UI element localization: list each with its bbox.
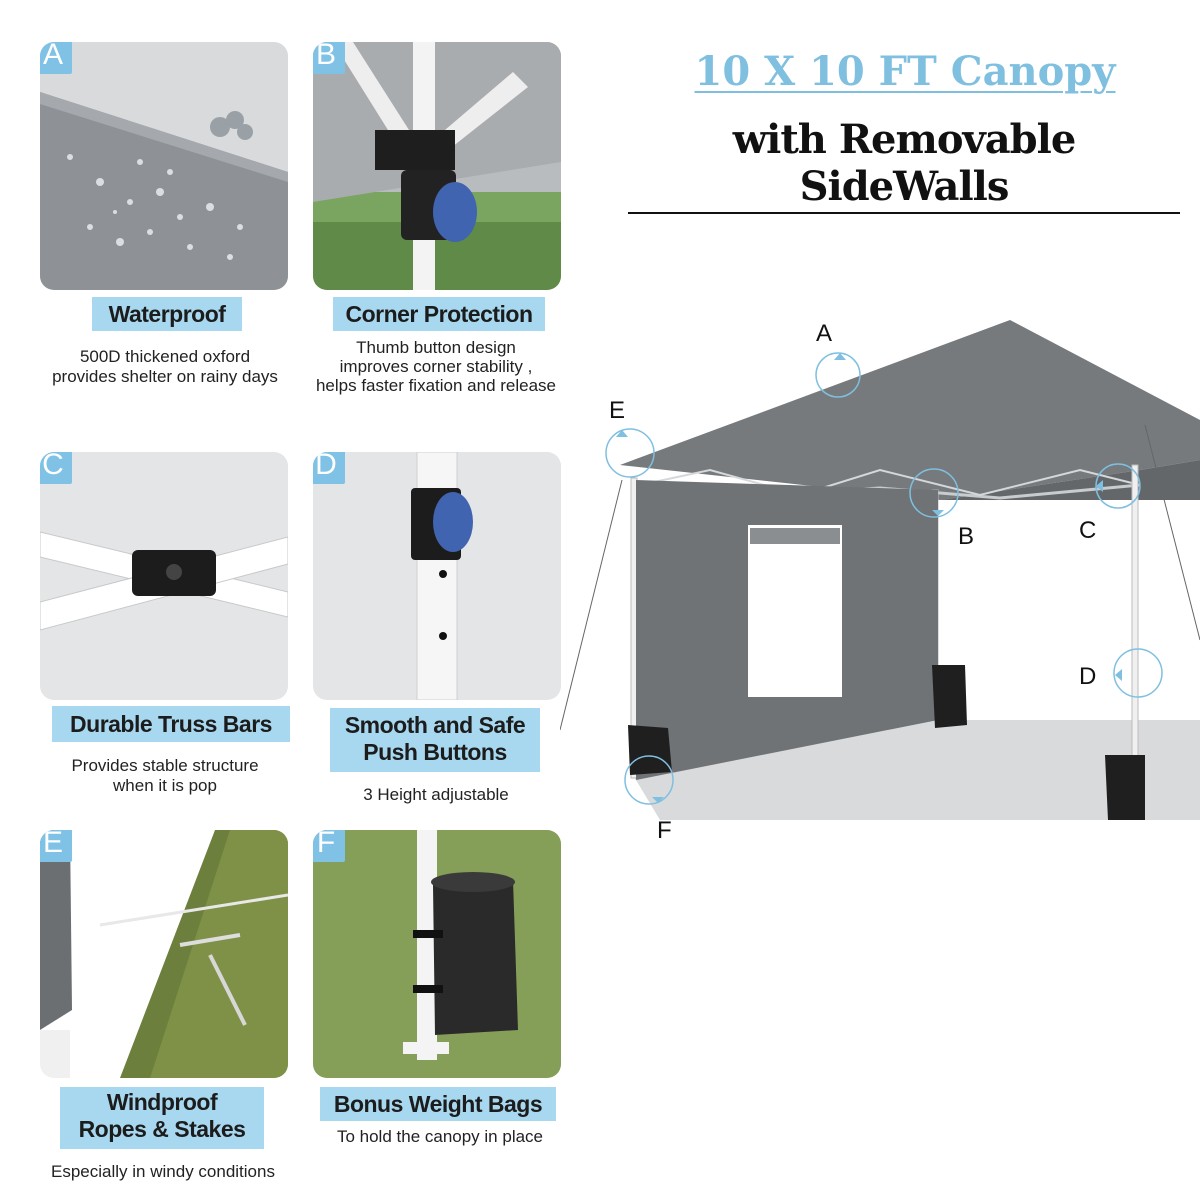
photo-truss-bars: C <box>40 452 288 700</box>
feature-label-truss-bars: Durable Truss Bars <box>52 706 290 742</box>
title-removable-sidewalls: with Removable SideWalls <box>628 116 1180 214</box>
canopy-diagram: A E B C D F <box>559 300 1200 860</box>
feature-label-line: Ropes & Stakes <box>78 1116 246 1142</box>
photo-push-buttons: D <box>313 452 561 700</box>
badge-letter-e: E <box>40 830 72 862</box>
feature-desc-weight-bags: To hold the canopy in place <box>336 1127 544 1146</box>
feature-desc-ropes-stakes: Especially in windy conditions <box>51 1162 275 1181</box>
feature-label-corner-protection: Corner Protection <box>333 297 545 331</box>
photo-ropes-stakes: E <box>40 830 288 1078</box>
badge-letter-f: F <box>313 830 345 862</box>
feature-desc-line: helps faster fixation and release <box>315 376 557 395</box>
feature-desc-truss-bars: Provides stable structure when it is pop <box>30 756 300 796</box>
diagram-label-f: F <box>657 817 672 844</box>
feature-desc-line: improves corner stability , <box>339 357 533 376</box>
feature-desc-line: Thumb button design <box>356 338 516 357</box>
badge-letter-c: C <box>40 452 72 484</box>
feature-desc-waterproof: 500D thickened oxford provides shelter o… <box>30 347 300 387</box>
feature-desc-line: Provides stable structure <box>71 756 259 775</box>
diagram-label-e: E <box>609 397 626 424</box>
badge-letter-d: D <box>313 452 345 484</box>
feature-desc-line: when it is pop <box>113 776 217 795</box>
feature-label-line: Windproof <box>106 1089 218 1115</box>
photo-waterproof: A <box>40 42 288 290</box>
feature-label-weight-bags: Bonus Weight Bags <box>320 1087 556 1121</box>
feature-label-line: Push Buttons <box>363 739 507 765</box>
diagram-label-d: D <box>1079 663 1097 690</box>
feature-label-push-buttons: Smooth and Safe Push Buttons <box>330 708 540 772</box>
feature-desc-line: 500D thickened oxford <box>79 347 251 366</box>
diagram-label-a: A <box>816 320 833 347</box>
feature-label-line: Smooth and Safe <box>344 712 526 738</box>
photo-corner-protection: B <box>313 42 561 290</box>
photo-weight-bags: F <box>313 830 561 1078</box>
badge-letter-a: A <box>40 42 72 74</box>
feature-label-waterproof: Waterproof <box>92 297 242 331</box>
badge-letter-b: B <box>313 42 345 74</box>
feature-desc-corner-protection: Thumb button design improves corner stab… <box>300 338 572 395</box>
diagram-label-c: C <box>1079 517 1097 544</box>
title-canopy-size: 10 X 10 FT Canopy <box>694 48 1116 95</box>
feature-desc-line: provides shelter on rainy days <box>52 367 278 386</box>
diagram-label-b: B <box>958 523 975 550</box>
feature-label-ropes-stakes: Windproof Ropes & Stakes <box>60 1087 264 1149</box>
feature-desc-push-buttons: 3 Height adjustable <box>363 785 509 804</box>
